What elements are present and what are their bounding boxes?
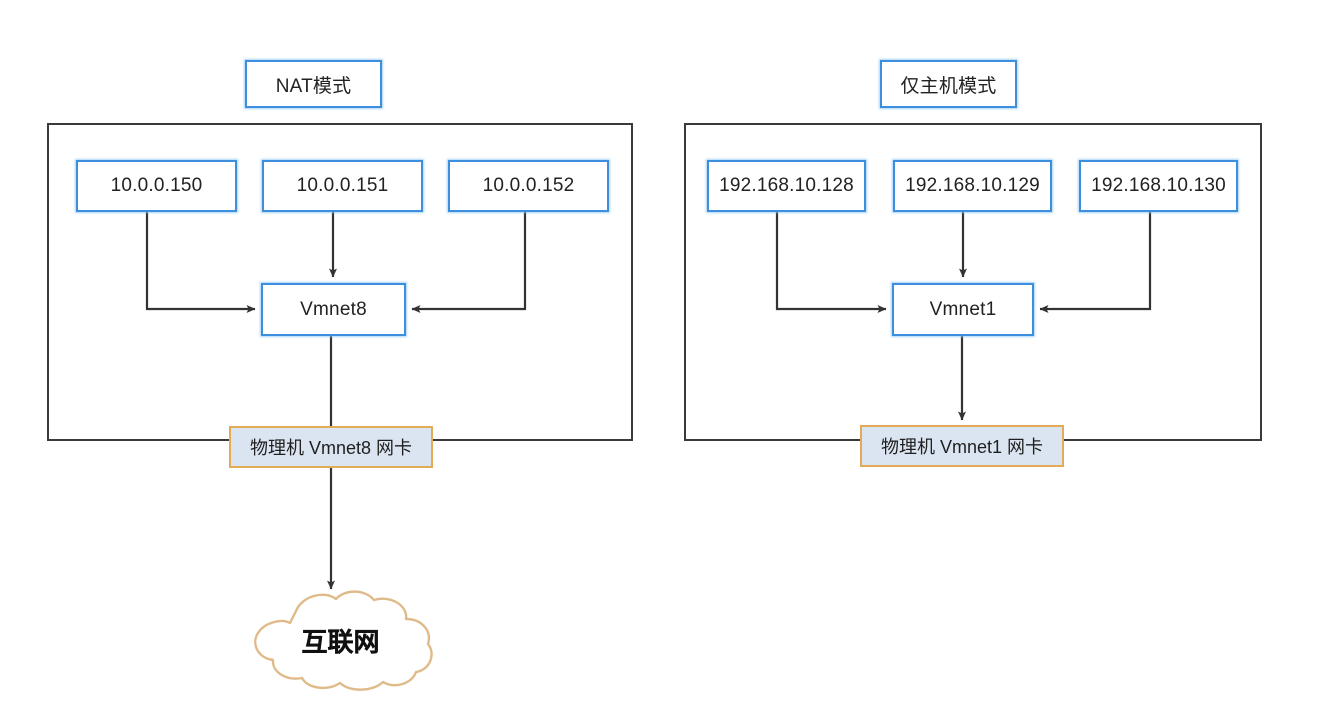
vm-ip-box-3: 10.0.0.152 (448, 160, 609, 212)
panel-title-hostonly: 仅主机模式 (880, 60, 1017, 108)
virtual-switch-vmnet1: Vmnet1 (892, 283, 1034, 336)
vm-ip-box-5: 192.168.10.129 (893, 160, 1052, 212)
internet-label: 互联网 (301, 626, 380, 657)
vm-ip-box-1: 10.0.0.150 (76, 160, 237, 212)
panel-title-nat: NAT模式 (245, 60, 382, 108)
vm-ip-box-4: 192.168.10.128 (707, 160, 866, 212)
host-nic-vmnet1: 物理机 Vmnet1 网卡 (860, 425, 1064, 467)
cloud-shape (254, 590, 433, 691)
virtual-switch-vmnet8: Vmnet8 (261, 283, 406, 336)
vm-ip-box-6: 192.168.10.130 (1079, 160, 1238, 212)
host-nic-vmnet8: 物理机 Vmnet8 网卡 (229, 426, 433, 468)
vm-ip-box-2: 10.0.0.151 (262, 160, 423, 212)
internet-cloud: 互联网 (238, 585, 443, 695)
